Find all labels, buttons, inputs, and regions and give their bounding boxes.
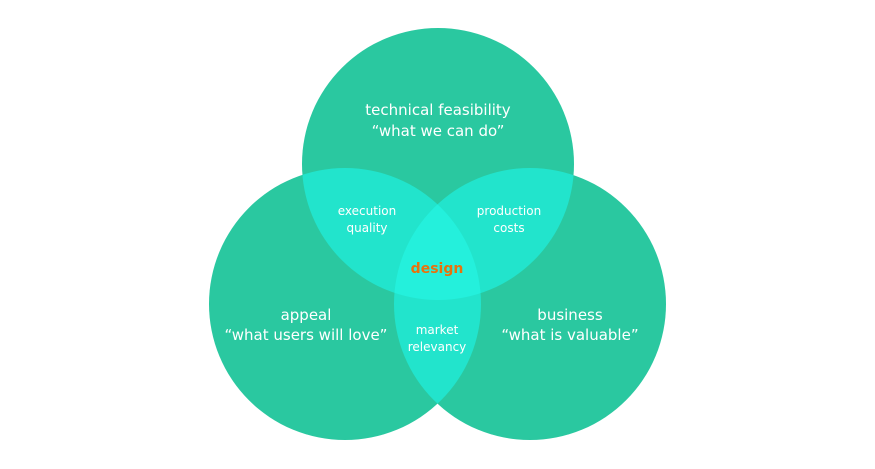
left-title: appeal [281, 306, 332, 324]
left-subtitle: “what users will love” [225, 326, 388, 344]
market-relevancy-line1: market [416, 323, 459, 337]
market-relevancy-line2: relevancy [408, 340, 467, 354]
execution-quality-line1: execution [338, 204, 396, 218]
center-label-design: design [411, 261, 464, 277]
overlap-design [394, 168, 481, 300]
right-title: business [537, 306, 603, 324]
production-costs-line2: costs [493, 221, 524, 235]
production-costs-line1: production [477, 204, 541, 218]
top-title: technical feasibility [365, 101, 511, 119]
execution-quality-line2: quality [346, 221, 387, 235]
right-subtitle: “what is valuable” [501, 326, 638, 344]
top-subtitle: “what we can do” [372, 122, 505, 140]
